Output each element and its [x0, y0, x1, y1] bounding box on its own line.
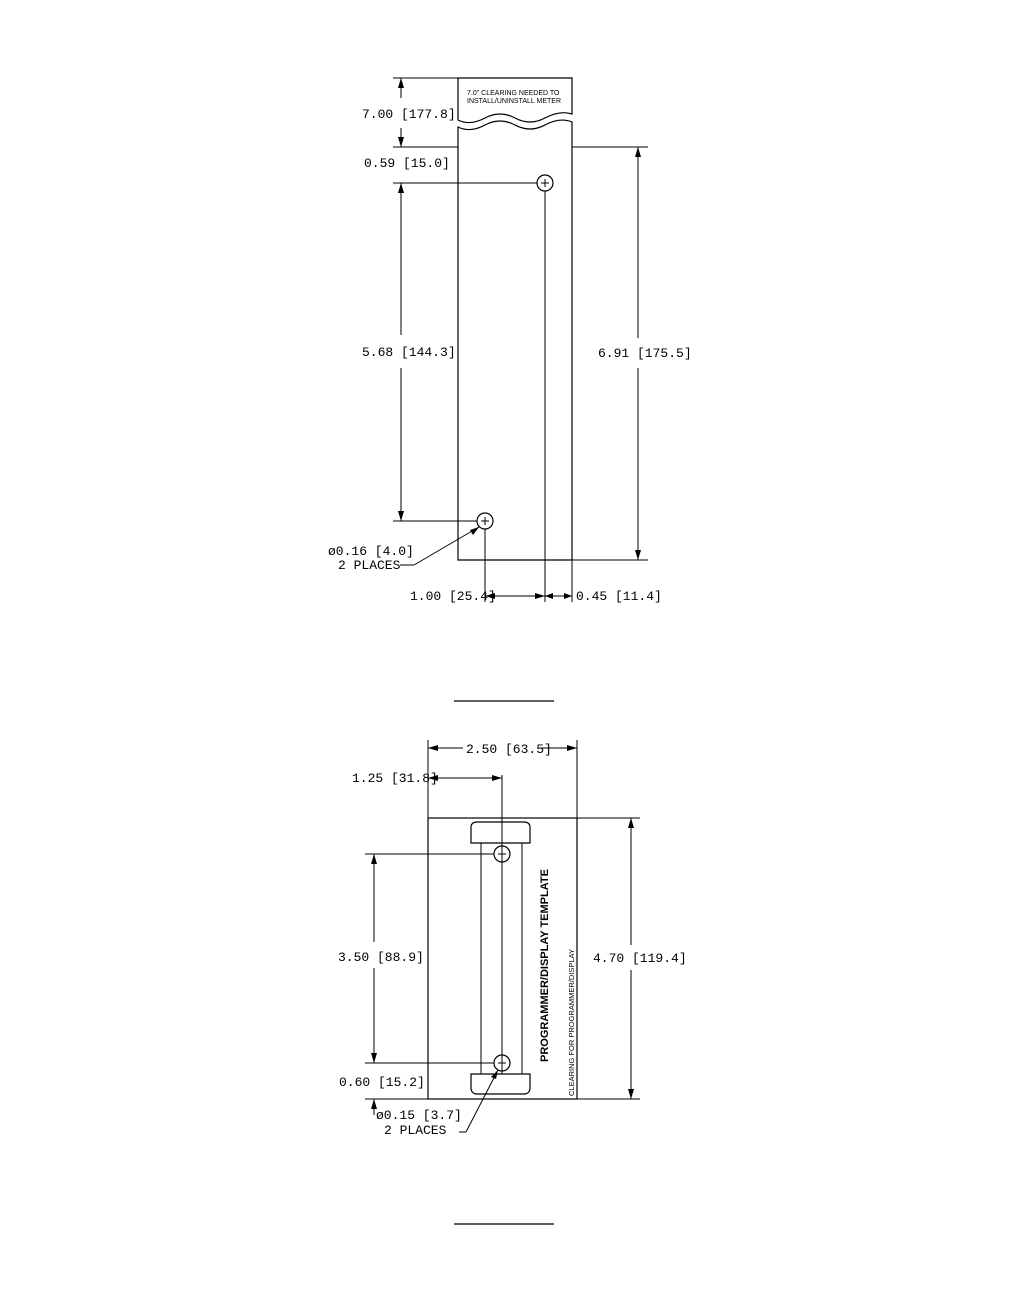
- hole-places-callout: 2 PLACES: [384, 1123, 447, 1138]
- dim-hole-offset: 1.00 [25.4]: [410, 589, 496, 604]
- hole-diameter-callout: ø0.16 [4.0]: [328, 544, 414, 559]
- dim-bottom-hole: 0.60 [15.2]: [339, 1075, 425, 1090]
- dim-hole-spacing: 3.50 [88.9]: [338, 950, 424, 965]
- dim-total-height: 6.91 [175.5]: [598, 346, 692, 361]
- programmer-template: 2.50 [63.5] 1.25 [31.8] 3.50 [88.9] 0.60…: [338, 740, 687, 1138]
- clearing-note-line2: INSTALL/UNINSTALL METER: [467, 98, 561, 105]
- hole-places-callout: 2 PLACES: [338, 558, 401, 573]
- dim-half-width: 1.25 [31.8]: [352, 771, 438, 786]
- bottom-clip: [471, 1074, 530, 1094]
- dim-top-hole: 0.59 [15.0]: [364, 156, 450, 171]
- clearing-note-line1: 7.0" CLEARING NEEDED TO: [467, 90, 560, 97]
- top-clip: [471, 822, 530, 843]
- template-subtitle: CLEARING FOR PROGRAMMER/DISPLAY: [567, 949, 576, 1096]
- meter-template: 7.0" CLEARING NEEDED TO INSTALL/UNINSTAL…: [328, 78, 692, 604]
- template-title: PROGRAMMER/DISPLAY TEMPLATE: [539, 869, 551, 1062]
- dim-width: 2.50 [63.5]: [466, 742, 552, 757]
- bottom-mounting-hole: [477, 513, 493, 529]
- top-mounting-hole: [537, 175, 553, 191]
- hole-diameter-callout: ø0.15 [3.7]: [376, 1108, 462, 1123]
- dim-height: 4.70 [119.4]: [593, 951, 687, 966]
- dim-hole-spacing: 5.68 [144.3]: [362, 345, 456, 360]
- dim-edge-offset: 0.45 [11.4]: [576, 589, 662, 604]
- meter-template-body: [458, 120, 572, 560]
- dim-clearance: 7.00 [177.8]: [362, 107, 456, 122]
